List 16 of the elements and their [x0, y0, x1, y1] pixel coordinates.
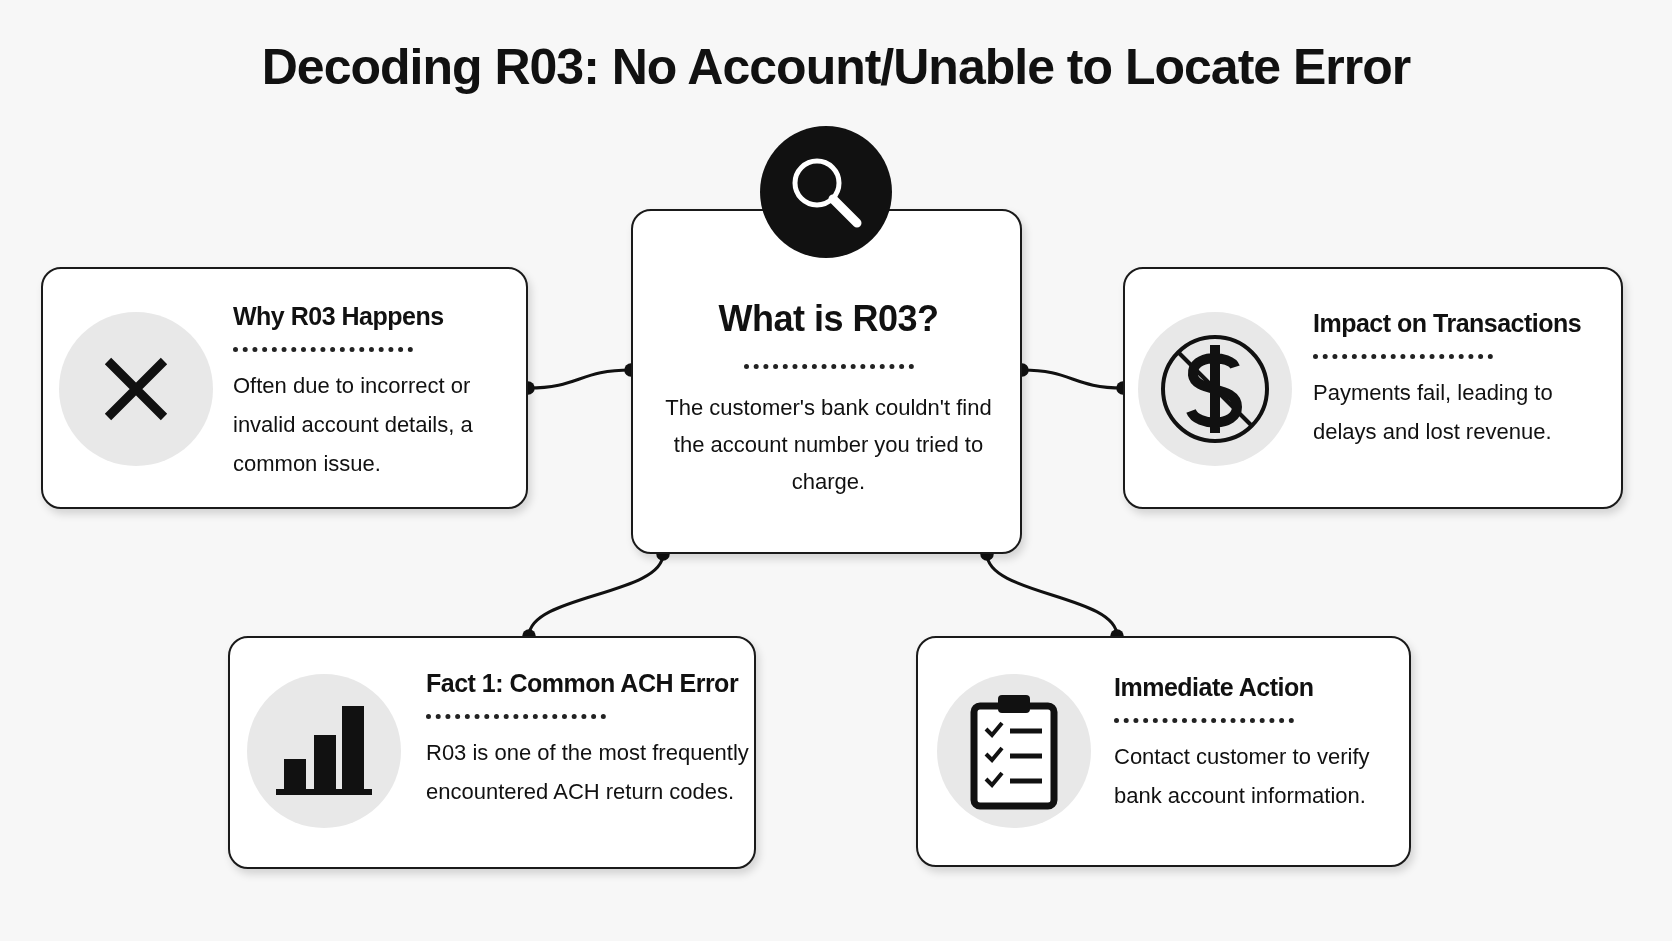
- card-description: The customer's bank couldn't find the account number you tried to charge.: [664, 394, 993, 496]
- card-heading: Why R03 Happens: [233, 302, 444, 331]
- card-description: Payments fail, leading to delays and lost revenue.: [1313, 379, 1554, 446]
- info-card: [1123, 267, 1623, 509]
- card-heading: Immediate Action: [1114, 673, 1314, 702]
- info-card: [41, 267, 528, 509]
- info-card: [631, 209, 1022, 554]
- card-description: Often due to incorrect or invalid account details, a common issue.: [233, 372, 474, 478]
- title: Decoding R03: No Account/Unable to Locate Error: [260, 38, 1412, 96]
- info-card: [228, 636, 756, 869]
- card-heading: Fact 1: Common ACH Error: [426, 669, 739, 698]
- info-card: [916, 636, 1411, 867]
- card-description: Contact customer to verify bank account information.: [1114, 743, 1371, 810]
- card-heading: Impact on Transactions: [1313, 309, 1582, 338]
- card-heading: What is R03?: [718, 298, 939, 340]
- card-description: R03 is one of the most frequently encountered ACH return codes.: [426, 739, 750, 806]
